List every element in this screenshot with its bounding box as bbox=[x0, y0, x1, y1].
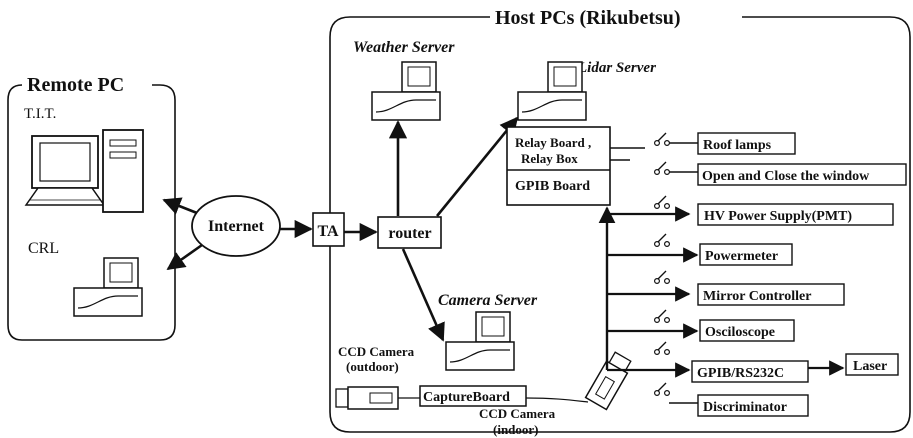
arrow-router-camera bbox=[401, 248, 445, 342]
switch-icon-disc bbox=[653, 382, 671, 397]
outdoor-camera-label-2: (outdoor) bbox=[346, 359, 399, 374]
tit-computer-icon bbox=[24, 129, 144, 213]
router-node: router bbox=[377, 216, 442, 249]
indoor-camera-label-2: (indoor) bbox=[493, 422, 539, 437]
remote-group-frame bbox=[7, 84, 176, 341]
device-osciloscope: Osciloscope bbox=[699, 319, 795, 342]
crl-computer-icon bbox=[73, 257, 143, 317]
crl-label: CRL bbox=[28, 240, 59, 257]
gpib-board-label: GPIB Board bbox=[515, 179, 590, 194]
switch-icon-osc bbox=[653, 309, 671, 324]
powermeter-label: Powermeter bbox=[705, 249, 778, 264]
indoor-camera-label-1: CCD Camera bbox=[479, 406, 556, 421]
device-powermeter: Powermeter bbox=[699, 243, 793, 266]
switch-icon-gpib bbox=[653, 341, 671, 356]
device-hv-power-supply: HV Power Supply(PMT) bbox=[697, 203, 894, 226]
camera-server-label: Camera Server bbox=[438, 292, 538, 309]
lidar-server-icon bbox=[517, 61, 587, 121]
mirror-label: Mirror Controller bbox=[703, 289, 811, 304]
internet-label: Internet bbox=[208, 218, 265, 235]
device-mirror-controller: Mirror Controller bbox=[697, 283, 845, 306]
weather-server-label: Weather Server bbox=[353, 39, 455, 56]
ta-label: TA bbox=[317, 223, 338, 240]
switch-icon-window bbox=[653, 161, 671, 176]
remote-group-title: Remote PC bbox=[27, 74, 124, 96]
cable-indoor-camera bbox=[525, 397, 589, 403]
laser-label: Laser bbox=[853, 359, 887, 374]
osc-label: Osciloscope bbox=[705, 325, 775, 340]
lidar-server-label: Lidar Server bbox=[577, 60, 656, 76]
relay-board-label: Relay Board , bbox=[515, 135, 591, 150]
hv-label: HV Power Supply(PMT) bbox=[704, 209, 852, 224]
host-group-title: Host PCs (Rikubetsu) bbox=[495, 7, 681, 29]
switch-icon-powermeter bbox=[653, 233, 671, 248]
arrow-router-lidar bbox=[435, 116, 519, 217]
arrow-internet-crl bbox=[166, 243, 203, 271]
outdoor-camera-icon bbox=[335, 386, 399, 410]
switch-icon-roof bbox=[653, 132, 671, 147]
ta-node: TA bbox=[312, 212, 345, 247]
switch-icon-hv bbox=[653, 195, 671, 210]
device-gpib-rs232c: GPIB/RS232C bbox=[691, 360, 809, 383]
device-window: Open and Close the window bbox=[697, 163, 907, 186]
gpib-rs-label: GPIB/RS232C bbox=[697, 366, 784, 381]
window-label: Open and Close the window bbox=[702, 169, 870, 184]
host-group-frame bbox=[329, 16, 911, 433]
capture-board-label: CaptureBoard bbox=[423, 390, 510, 405]
tit-label: T.I.T. bbox=[24, 106, 56, 122]
arrow-internet-tit bbox=[162, 197, 198, 215]
switch-icon-mirror bbox=[653, 270, 671, 285]
router-label: router bbox=[388, 225, 431, 242]
outdoor-camera-label-1: CCD Camera bbox=[338, 344, 415, 359]
weather-server-icon bbox=[371, 61, 441, 121]
capture-board: CaptureBoard bbox=[419, 385, 527, 407]
internet-node: Internet bbox=[191, 195, 281, 257]
device-discriminator: Discriminator bbox=[697, 394, 809, 417]
lidar-control-box: Relay Board , Relay Box GPIB Board bbox=[506, 126, 611, 206]
disc-label: Discriminator bbox=[703, 400, 787, 415]
roof-lamps-label: Roof lamps bbox=[703, 138, 772, 153]
indoor-camera-icon bbox=[584, 351, 632, 411]
device-roof-lamps: Roof lamps bbox=[697, 132, 796, 155]
relay-box-label: Relay Box bbox=[521, 151, 578, 166]
device-laser: Laser bbox=[845, 353, 899, 376]
camera-server-icon bbox=[445, 311, 515, 371]
